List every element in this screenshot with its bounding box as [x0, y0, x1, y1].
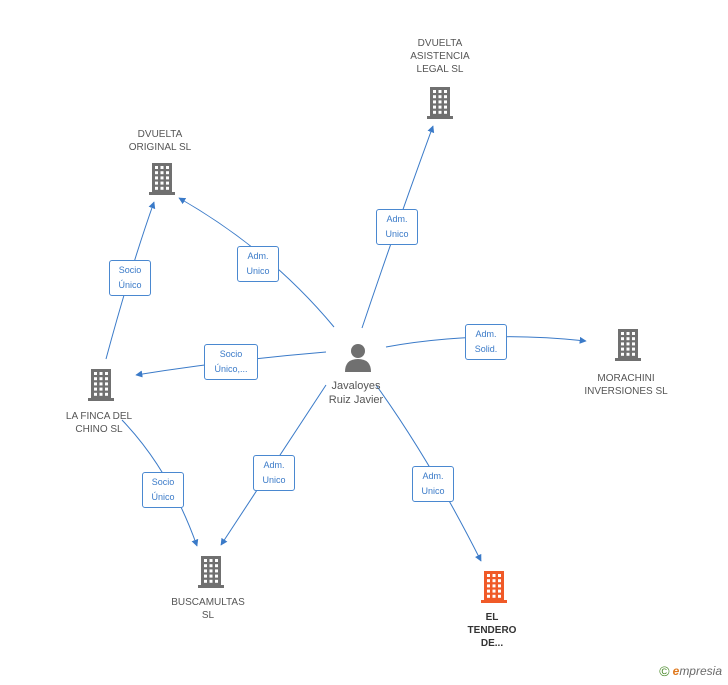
- company-label-morachini[interactable]: MORACHINI INVERSIONES SL: [584, 373, 668, 397]
- copyright-symbol: ©: [659, 663, 670, 679]
- person-name-label[interactable]: Javaloyes Ruiz Javier: [328, 380, 384, 406]
- relation-label-morachini[interactable]: Adm. Solid.: [465, 324, 507, 360]
- company-label-el-tendero[interactable]: EL TENDERO DE...: [467, 612, 517, 649]
- company-label-la-finca[interactable]: LA FINCA DEL CHINO SL: [65, 411, 133, 435]
- graph-nodes: [88, 87, 641, 603]
- relation-label-la-finca[interactable]: Socio Único,...: [204, 344, 258, 380]
- building-icon-buscamultas[interactable]: [198, 556, 224, 588]
- company-label-dvuelta-original[interactable]: DVUELTA ORIGINAL SL: [128, 129, 192, 153]
- building-icon-la-finca[interactable]: [88, 369, 114, 401]
- empresia-watermark: © empresia: [659, 663, 722, 679]
- company-label-dvuelta-asistencia[interactable]: DVUELTA ASISTENCIA LEGAL SL: [410, 38, 470, 75]
- relation-label-buscamultas[interactable]: Adm. Unico: [253, 455, 295, 491]
- relation-label-dvuelta-original[interactable]: Adm. Unico: [237, 246, 279, 282]
- relation-label-dvuelta-original[interactable]: Socio Único: [109, 260, 151, 296]
- building-icon-dvuelta-original[interactable]: [149, 163, 175, 195]
- building-icon-el-tendero[interactable]: [481, 571, 507, 603]
- relation-label-el-tendero[interactable]: Adm. Unico: [412, 466, 454, 502]
- building-icon-dvuelta-asistencia[interactable]: [427, 87, 453, 119]
- person-icon[interactable]: [345, 344, 371, 372]
- relation-label-dvuelta-asistencia[interactable]: Adm. Unico: [376, 209, 418, 245]
- building-icon-morachini[interactable]: [615, 329, 641, 361]
- empresia-logo: empresia: [672, 664, 722, 678]
- company-label-buscamultas[interactable]: BUSCAMULTAS SL: [171, 597, 245, 621]
- relation-label-buscamultas[interactable]: Socio Único: [142, 472, 184, 508]
